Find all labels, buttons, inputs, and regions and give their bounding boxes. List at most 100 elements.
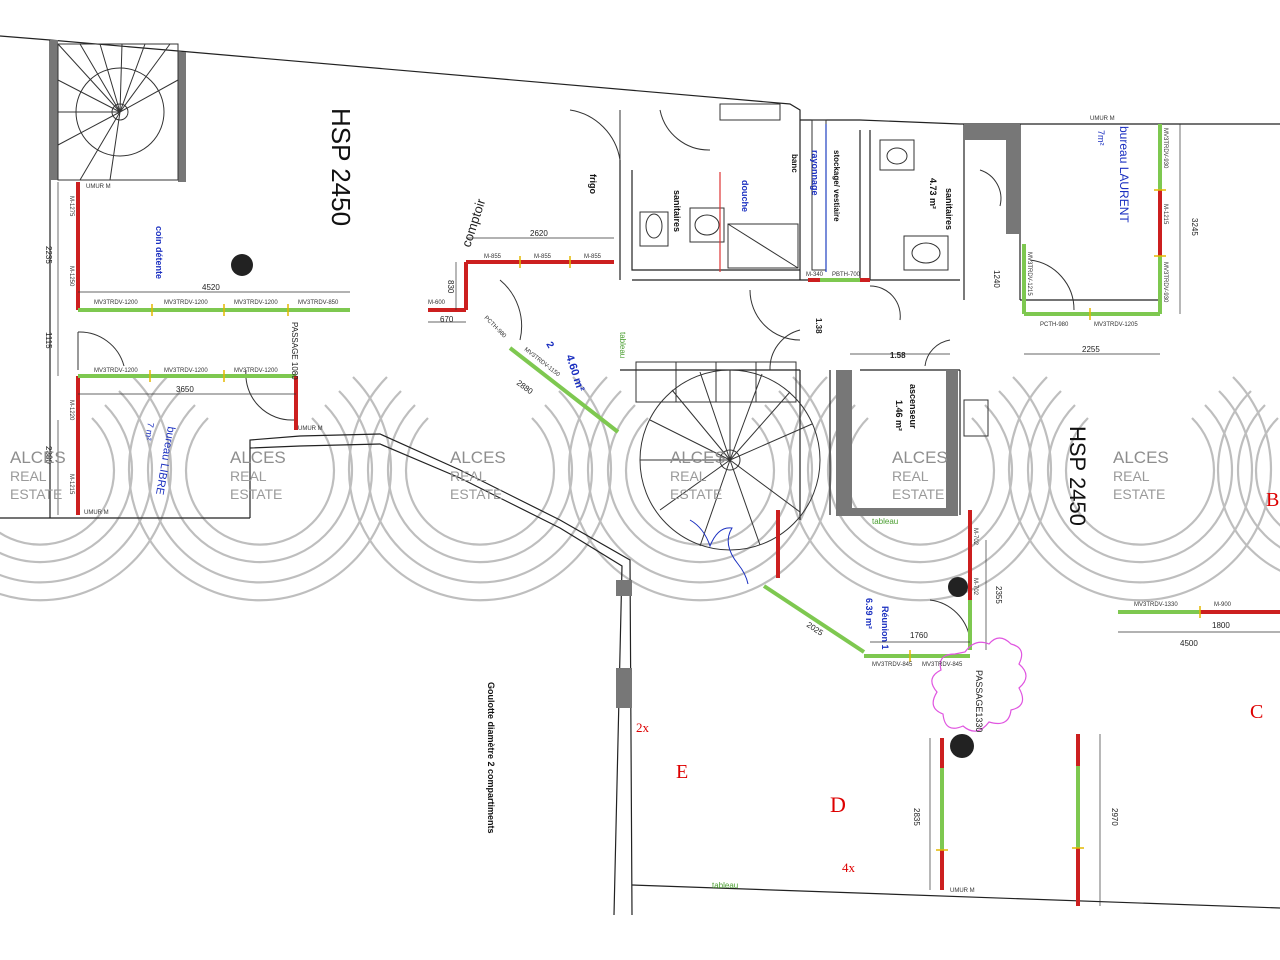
label-rayonnage: rayonnage xyxy=(810,150,820,196)
wall-code-31: M-1215 xyxy=(68,474,74,495)
zone-letter-d: D xyxy=(830,792,846,817)
dim-19: 4500 xyxy=(1180,639,1198,648)
multiplier-2x: 2x xyxy=(636,720,650,735)
wall-code-29: M-1250 xyxy=(68,266,74,287)
watermark-sub1: REAL xyxy=(670,468,707,484)
dim-18: 1800 xyxy=(1212,621,1230,630)
wall-code-28: M-1275 xyxy=(68,196,74,217)
dim-4: 3650 xyxy=(176,385,194,394)
wall-code-23: MV3TRDV-845 xyxy=(922,662,963,668)
dim-11: 1.58 xyxy=(890,351,906,360)
building-walls xyxy=(0,35,1280,916)
wall-code-30: M-1220 xyxy=(68,400,74,421)
dim-8: 670 xyxy=(440,315,454,324)
height-label-1: HSP 2450 xyxy=(326,108,356,226)
staircase-top xyxy=(57,43,179,181)
label-tableau-3: tableau xyxy=(712,881,738,890)
dim-15: 2355 xyxy=(994,586,1003,604)
column-markers xyxy=(231,254,974,758)
wall-code-10: M-855 xyxy=(584,254,602,260)
watermark-sub1: REAL xyxy=(1113,468,1150,484)
wall-code-2: MV3TRDV-1200 xyxy=(164,300,208,306)
dim-6: 2620 xyxy=(530,229,548,238)
label-sanitaires-left: sanitaires xyxy=(672,190,682,232)
wall-code-4: MV3TRDV-850 xyxy=(298,300,339,306)
wall-code-36: UMUR M xyxy=(950,888,975,894)
label-room2-number: 2 xyxy=(543,340,556,351)
label-tableau-2: tableau xyxy=(872,517,898,526)
height-label-2: HSP 2450 xyxy=(1065,426,1090,526)
label-comptoir: comptoir xyxy=(459,196,489,249)
staircase-spiral xyxy=(635,361,821,551)
label-stockage: stockage/ vestiaire xyxy=(832,150,841,222)
dim-12: 1240 xyxy=(992,270,1001,288)
wall-code-18: MV3TRDV-930 xyxy=(1162,128,1168,169)
label-room2-area: 4.60 m² xyxy=(563,353,586,393)
label-sanitaires-right-area: 4.73 m² xyxy=(928,178,938,209)
label-bureau-laurent: bureau LAURENT xyxy=(1117,126,1131,223)
watermark-sub1: REAL xyxy=(230,468,267,484)
wall-code-32: UMUR M xyxy=(86,184,111,190)
dim-5: 2380 xyxy=(44,446,53,464)
watermark-title: ALCES xyxy=(1113,448,1169,467)
wall-code-35: UMUR M xyxy=(1090,116,1115,122)
watermark-sub1: REAL xyxy=(892,468,929,484)
dim-21: 2970 xyxy=(1110,808,1119,826)
wall-code-8: M-855 xyxy=(484,254,502,260)
wall-code-26: M-702 xyxy=(972,528,978,546)
label-douche: douche xyxy=(740,180,750,212)
label-bureau-libre: bureau LIBRE xyxy=(153,425,177,495)
dim-20: 2835 xyxy=(912,808,921,826)
watermark-sub2: ESTATE xyxy=(670,486,722,502)
label-banc: banc xyxy=(790,154,799,173)
label-ascenseur-area: 1.46 m² xyxy=(894,400,904,431)
label-passage-2: PASSAGE1330 xyxy=(974,670,984,732)
wall-code-19: M-1215 xyxy=(1162,204,1168,225)
label-tableau-1: tableau xyxy=(618,332,627,358)
dim-9: 2880 xyxy=(515,378,535,396)
wall-code-7: MV3TRDV-1200 xyxy=(234,368,278,374)
label-sanitaires-right: sanitaires xyxy=(944,188,954,230)
wall-code-24: MV3TRDV-1330 xyxy=(1134,602,1178,608)
wall-code-6: MV3TRDV-1200 xyxy=(164,368,208,374)
wall-code-14: PBTH-700 xyxy=(832,272,861,278)
dim-7: 830 xyxy=(446,280,455,294)
zone-letter-e: E xyxy=(676,761,688,783)
dimension-lines xyxy=(57,124,1280,906)
label-reunion: Réunion 1 xyxy=(880,606,890,650)
wall-code-5: MV3TRDV-1200 xyxy=(94,368,138,374)
wall-code-3: MV3TRDV-1200 xyxy=(234,300,278,306)
zone-letter-b: B xyxy=(1266,489,1279,511)
partition-walls xyxy=(76,124,1280,906)
blue-arrow xyxy=(689,519,749,585)
wall-code-33: UMUR M xyxy=(84,510,109,516)
dim-13: 2255 xyxy=(1082,345,1100,354)
watermark-title: ALCES xyxy=(670,448,726,467)
label-reunion-area: 6.39 m² xyxy=(864,598,874,629)
zone-letter-c: C xyxy=(1250,701,1263,723)
label-coin-detente: coin détente xyxy=(154,226,164,279)
wall-code-34: UMUR M xyxy=(298,426,323,432)
watermark-sub2: ESTATE xyxy=(10,486,62,502)
watermark-title: ALCES xyxy=(230,448,286,467)
watermark-sub1: REAL xyxy=(10,468,47,484)
wall-code-17: MV3TRDV-1205 xyxy=(1094,322,1138,328)
label-frigo: frigo xyxy=(588,174,598,194)
watermark-sub2: ESTATE xyxy=(1113,486,1165,502)
watermark-sub2: ESTATE xyxy=(450,486,502,502)
wall-code-20: MV3TRDV-930 xyxy=(1162,262,1168,303)
multiplier-4x: 4x xyxy=(842,860,856,875)
wall-code-11: M-600 xyxy=(428,300,446,306)
wall-code-22: MV3TRDV-845 xyxy=(872,662,913,668)
wall-code-15: M-340 xyxy=(806,272,824,278)
dim-2: 4520 xyxy=(202,283,220,292)
wall-code-13: PCTH-980 xyxy=(483,315,508,340)
wall-ticks xyxy=(149,189,1201,851)
wall-code-1: MV3TRDV-1200 xyxy=(94,300,138,306)
wall-code-9: M-855 xyxy=(534,254,552,260)
watermark-title: ALCES xyxy=(450,448,506,467)
wall-code-21: MV3TRDV-1215 xyxy=(1026,252,1032,296)
wall-code-25: M-900 xyxy=(1214,602,1232,608)
dim-1: 2235 xyxy=(44,246,53,264)
